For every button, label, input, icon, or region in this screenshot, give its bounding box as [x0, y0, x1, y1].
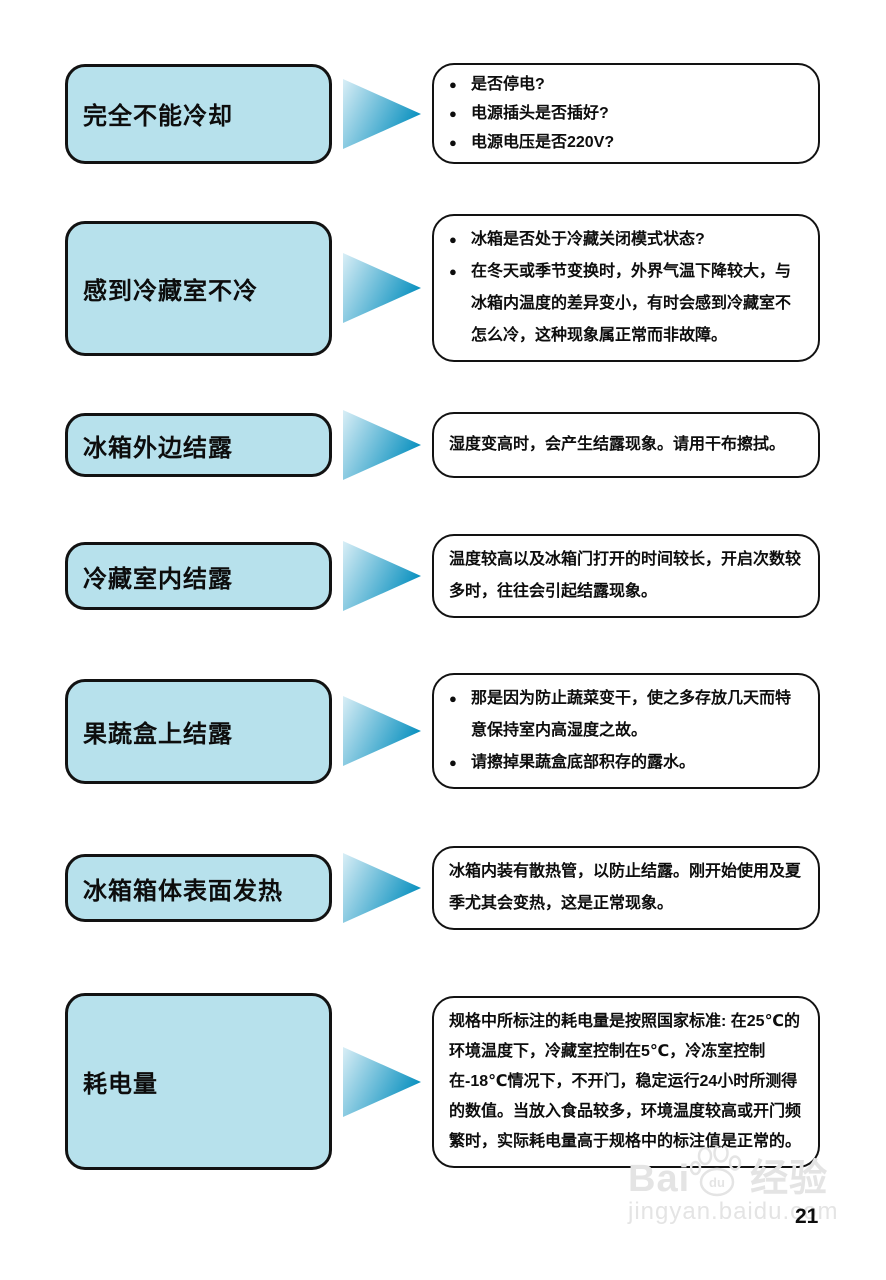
faq-row-cabinet-heat: 冰箱箱体表面发热 冰箱内装有散热管，以防止结露。刚开始使用及夏季尤其会变热，这是…: [65, 846, 820, 930]
faq-row-power-consumption: 耗电量 规格中所标注的耗电量是按照国家标准: 在25℃的环境温度下，冷藏室控制在…: [65, 993, 820, 1170]
answer-box: ● 是否停电? ● 电源插头是否插好? ● 电源电压是否220V?: [432, 63, 820, 164]
arrow-right-icon: [343, 1046, 421, 1117]
answer-text: 在冬天或季节变换时，外界气温下降较大，与冰箱内温度的差异变小，有时会感到冷藏室不…: [471, 263, 792, 344]
symptom-box: 冰箱外边结露: [65, 413, 332, 477]
answer-box: ● 冰箱是否处于冷藏关闭模式状态? ● 在冬天或季节变换时，外界气温下降较大，与冰箱…: [432, 214, 820, 362]
symptom-box: 耗电量: [65, 993, 332, 1170]
list-item: ● 在冬天或季节变换时，外界气温下降较大，与冰箱内温度的差异变小，有时会感到冷藏室…: [449, 256, 806, 352]
symptom-label: 感到冷藏室不冷: [83, 277, 258, 305]
list-item: ● 那是因为防止蔬菜变干，使之多存放几天而特意保持室内高湿度之故。: [449, 683, 806, 747]
baidu-paw-icon: du: [690, 1146, 742, 1197]
answer-text: 冰箱是否处于冷藏关闭模式状态?: [471, 231, 705, 248]
list-item: ● 电源电压是否220V?: [449, 128, 806, 157]
arrow-column: [332, 1046, 432, 1117]
answer-text: 温度较高以及冰箱门打开的时间较长，开启次数较多时，往往会引起结露现象。: [449, 551, 802, 600]
faq-row-fridge-not-cold: 感到冷藏室不冷 ● 冰箱是否处于冷藏关闭模式状态? ● 在冬天或季节变换时，外界气温…: [65, 214, 820, 362]
arrow-right-icon: [343, 853, 421, 923]
bullet-icon: ●: [449, 755, 457, 770]
list-item: ● 电源插头是否插好?: [449, 99, 806, 128]
bullet-icon: ●: [449, 232, 457, 247]
arrow-right-icon: [343, 541, 421, 611]
symptom-label: 完全不能冷却: [83, 103, 233, 130]
answer-box: ● 那是因为防止蔬菜变干，使之多存放几天而特意保持室内高湿度之故。 ● 请擦掉果蔬盒…: [432, 673, 820, 789]
bullet-icon: ●: [449, 691, 457, 706]
arrow-right-icon: [343, 78, 421, 149]
answer-text: 冰箱内装有散热管，以防止结露。刚开始使用及夏季尤其会变热，这是正常现象。: [449, 863, 802, 912]
answer-list: ● 冰箱是否处于冷藏关闭模式状态? ● 在冬天或季节变换时，外界气温下降较大，与冰箱…: [449, 224, 806, 352]
faq-row-no-cooling: 完全不能冷却 ● 是否停电? ● 电源插头是否插好? ● 电源电压是否220V?: [65, 63, 820, 164]
arrow-right-icon: [343, 410, 421, 480]
answer-text: 电源电压是否220V?: [471, 134, 615, 151]
watermark-brand-left: Bai: [628, 1158, 691, 1200]
page-number: 21: [795, 1205, 819, 1228]
list-item: ● 冰箱是否处于冷藏关闭模式状态?: [449, 224, 806, 256]
answer-list: ● 是否停电? ● 电源插头是否插好? ● 电源电压是否220V?: [449, 70, 806, 157]
bullet-icon: ●: [449, 135, 457, 150]
watermark-brand: Bai du 经验: [628, 1146, 838, 1198]
answer-text: 请擦掉果蔬盒底部积存的露水。: [471, 754, 696, 771]
watermark-brand-right: du: [709, 1175, 725, 1190]
arrow-column: [332, 853, 432, 923]
list-item: ● 是否停电?: [449, 70, 806, 99]
answer-text: 那是因为防止蔬菜变干，使之多存放几天而特意保持室内高湿度之故。: [471, 690, 792, 739]
answer-box: 湿度变高时，会产生结露现象。请用干布擦拭。: [432, 412, 820, 478]
baidu-jingyan-watermark: Bai du 经验 jingyan.baidu.com: [628, 1146, 838, 1226]
bullet-icon: ●: [449, 264, 457, 279]
symptom-box: 冷藏室内结露: [65, 542, 332, 610]
answer-box: 冰箱内装有散热管，以防止结露。刚开始使用及夏季尤其会变热，这是正常现象。: [432, 846, 820, 930]
answer-text: 电源插头是否插好?: [471, 105, 609, 122]
arrow-column: [332, 253, 432, 323]
symptom-box: 果蔬盒上结露: [65, 678, 332, 784]
arrow-column: [332, 410, 432, 480]
arrow-column: [332, 696, 432, 766]
arrow-right-icon: [343, 696, 421, 766]
answer-box: 温度较高以及冰箱门打开的时间较长，开启次数较多时，往往会引起结露现象。: [432, 534, 820, 618]
bullet-icon: ●: [449, 106, 457, 121]
faq-row-condensation-outside: 冰箱外边结露 湿度变高时，会产生结露现象。请用干布擦拭。: [65, 410, 820, 480]
bullet-icon: ●: [449, 77, 457, 92]
symptom-label: 冷藏室内结露: [83, 565, 233, 593]
answer-text: 湿度变高时，会产生结露现象。请用干布擦拭。: [449, 436, 786, 453]
arrow-right-icon: [343, 253, 421, 323]
answer-box: 规格中所标注的耗电量是按照国家标准: 在25℃的环境温度下，冷藏室控制在5℃，冷…: [432, 995, 820, 1168]
symptom-box: 感到冷藏室不冷: [65, 220, 332, 356]
answer-text: 规格中所标注的耗电量是按照国家标准: 在25℃的环境温度下，冷藏室控制在5℃，冷…: [449, 1012, 802, 1150]
faq-row-condensation-crisper: 果蔬盒上结露 ● 那是因为防止蔬菜变干，使之多存放几天而特意保持室内高湿度之故。 …: [65, 673, 820, 789]
symptom-label: 果蔬盒上结露: [83, 720, 233, 748]
answer-text: 是否停电?: [471, 76, 545, 93]
answer-list: ● 那是因为防止蔬菜变干，使之多存放几天而特意保持室内高湿度之故。 ● 请擦掉果蔬盒…: [449, 683, 806, 779]
faq-row-condensation-inside: 冷藏室内结露 温度较高以及冰箱门打开的时间较长，开启次数较多时，往往会引起结露现…: [65, 534, 820, 618]
symptom-label: 冰箱箱体表面发热: [83, 877, 283, 905]
symptom-box: 冰箱箱体表面发热: [65, 854, 332, 922]
list-item: ● 请擦掉果蔬盒底部积存的露水。: [449, 747, 806, 779]
watermark-url: jingyan.baidu.com: [628, 1198, 839, 1225]
symptom-label: 耗电量: [83, 1071, 158, 1098]
symptom-label: 冰箱外边结露: [83, 434, 233, 462]
arrow-column: [332, 78, 432, 149]
arrow-column: [332, 541, 432, 611]
symptom-box: 完全不能冷却: [65, 63, 332, 164]
watermark-brand-cn: 经验: [750, 1158, 829, 1200]
